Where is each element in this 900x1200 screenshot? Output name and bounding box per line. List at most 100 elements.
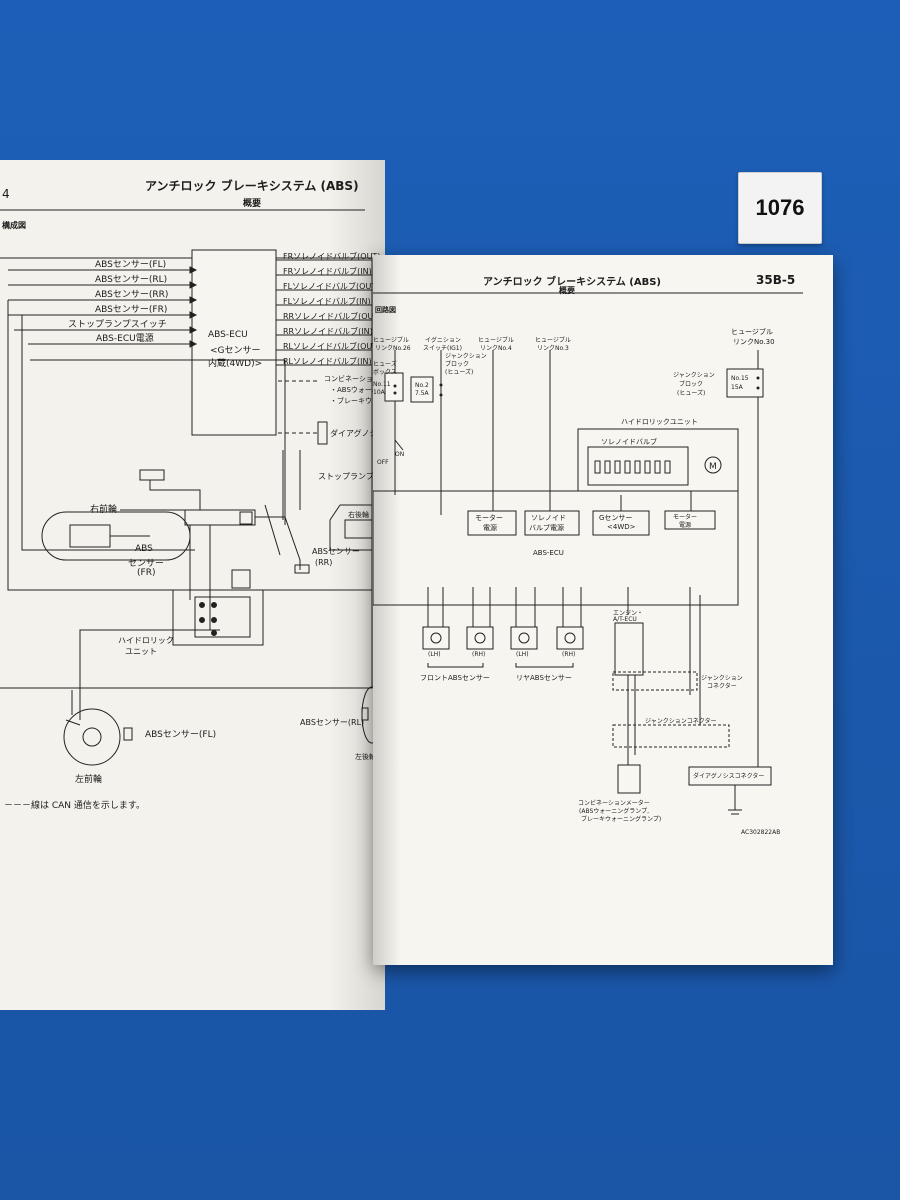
front-sensor-lh: (LH) [428, 651, 441, 658]
left-section-label: 構成図 [2, 221, 26, 230]
fuse-11-line2: 10A [373, 389, 385, 396]
fusible-26-line1: ヒュージブル [373, 337, 409, 344]
rear-abs-sensor-label: リヤABSセンサー [516, 674, 572, 682]
left-page-subtitle: 概要 [243, 199, 262, 209]
front-left-wheel-label: 左前輪 [75, 775, 103, 785]
junction-connector-2-label: ジャンクションコネクター [645, 718, 717, 725]
jb-fuse-2-line3: (ヒューズ) [677, 390, 706, 397]
output-label-fr-out: FRソレノイドバルブ(OUT) [283, 252, 381, 261]
rear-left-wheel-label: 左後輪 [355, 753, 376, 761]
fuse-15-line1: No.15 [731, 375, 749, 382]
input-label-fr: ABSセンサー(FR) [95, 305, 168, 315]
ecu-label: ABS-ECU [208, 330, 248, 340]
can-output-brake-lamp: ・ブレーキウォーニングランプ [330, 396, 385, 406]
ecu-box-solenoid-line1: ソレノイド [531, 514, 566, 522]
fusible-3-line1: ヒュージブル [535, 337, 571, 344]
abs-sensor-fl-label: ABSセンサー(FL) [145, 730, 217, 740]
rear-right-wheel-label: 右後輪 [348, 511, 369, 519]
input-label-stop-switch: ストップランプスイッチ [68, 320, 167, 330]
left-page-corner-number: 4 [2, 187, 10, 201]
engine-ecu-line2: A/T-ECU [613, 616, 637, 623]
output-label-rl-in: RLソレノイドバルブ(IN) [283, 357, 372, 366]
abs-sensor-rr-line2: (RR) [315, 558, 333, 567]
junction-connector-1-line1: ジャンクション [701, 675, 743, 682]
stop-switch-label: ストップランプスイッチ [318, 472, 406, 481]
diag-connector-label: ダイアグノシスコネクター [330, 428, 385, 439]
left-page-title: アンチロック ブレーキシステム (ABS) [145, 179, 359, 193]
fusible-3-line2: リンクNo.3 [537, 345, 569, 352]
output-label-rl-out: RLソレノイドバルブ(OUT) [283, 342, 381, 351]
ecu-box-solenoid-line2: バルブ電源 [529, 524, 564, 532]
abs-sensor-rl-label: ABSセンサー(RL) [300, 718, 365, 727]
engine-ecu-line1: エンジン・ [613, 610, 644, 617]
diag-connector-right-label: ダイアグノシスコネクター [693, 773, 765, 780]
front-right-wheel-label: 右前輪 [90, 505, 118, 515]
fuse-11-line1: No.11 [373, 381, 391, 388]
abs-sensor-fr-line3: (FR) [137, 568, 156, 578]
ecu-box-gsensor-line2: <4WD> [607, 523, 636, 531]
switch-on-label: ON [395, 451, 405, 458]
ecu-box-motor-line1: モーター [475, 514, 503, 522]
output-label-rr-out: RRソレノイドバルブ(OUT) [283, 312, 382, 321]
junction-connector-1-line2: コネクター [707, 683, 737, 690]
jb-fuse-2-line1: ジャンクション [673, 372, 715, 379]
ecu-box-motor-line2: 電源 [483, 524, 497, 532]
ecu-label-line3: 内蔵(4WD)> [208, 359, 263, 369]
front-abs-sensor-label: フロントABSセンサー [420, 674, 490, 682]
input-label-ecu-power: ABS-ECU電源 [96, 334, 154, 344]
abs-ecu-label: ABS-ECU [533, 549, 564, 557]
rear-sensor-lh: (LH) [516, 651, 529, 658]
can-output-abs-lamp: ・ABSウォーニングランプ [330, 386, 414, 394]
output-label-fl-out: FLソレノイドバルブ(OUT) [283, 282, 380, 291]
fusible-4-line2: リンクNo.4 [480, 345, 512, 352]
rear-sensor-rh: (RH) [562, 651, 576, 658]
figure-code: AC302822AB [741, 829, 781, 836]
abs-sensor-fr-line2: センサー [128, 559, 165, 569]
fuse-2-line2: 7.5A [415, 390, 429, 397]
combi-meter-line1: コンビネーションメーター [578, 800, 650, 807]
left-page-diagram [0, 209, 383, 766]
can-footnote: －－－線は CAN 通信を示します。 [4, 801, 145, 811]
ecu-box-gsensor-line1: Gセンサー [599, 514, 633, 522]
fusible-30-line1: ヒュージブル [731, 328, 773, 336]
fuse-2-line1: No.2 [415, 382, 429, 389]
hydraulic-unit-line1: ハイドロリック [118, 636, 174, 645]
input-label-rl: ABSセンサー(RL) [95, 275, 168, 285]
right-page-title: アンチロック ブレーキシステム (ABS) [483, 277, 661, 288]
fusible-30-line2: リンクNo.30 [733, 338, 775, 346]
left-page: アンチロック ブレーキシステム (ABS) 概要 4 構成図 ABSセンサー(F… [0, 160, 385, 1010]
hydraulic-unit-line2: ユニット [125, 647, 157, 656]
ignition-line1: イグニション [425, 337, 461, 344]
item-number: 1076 [755, 195, 805, 220]
jb-fuse-line3: (ヒューズ) [445, 369, 474, 376]
jb-fuse-2-line2: ブロック [679, 381, 704, 388]
ecu-label-line2: <Gセンサー [210, 346, 261, 356]
ecu-box-motor2-line1: モーター [673, 514, 698, 521]
output-label-fl-in: FLソレノイドバルブ(IN) [283, 297, 371, 306]
right-page-subtitle: 概要 [559, 286, 575, 295]
fuse-box-line2: ボックス [373, 369, 397, 376]
hydraulic-unit-label: ハイドロリックユニット [621, 418, 698, 426]
input-label-fl: ABSセンサー(FL) [95, 260, 167, 270]
fuse-15-line2: 15A [731, 384, 743, 391]
switch-off-label: OFF [377, 459, 389, 466]
right-page-diagram: M [373, 292, 803, 815]
combi-meter-line2: (ABSウォーニングランプ, [579, 808, 649, 815]
item-number-tag: 1076 [738, 172, 822, 244]
solenoid-valve-label: ソレノイドバルブ [601, 438, 657, 446]
svg-text:M: M [709, 462, 717, 472]
right-page: M [373, 255, 833, 965]
input-label-rr: ABSセンサー(RR) [95, 290, 169, 300]
front-sensor-rh: (RH) [472, 651, 486, 658]
fuse-box-line1: ヒューズ [373, 361, 397, 368]
abs-sensor-fr-line1: ABS [135, 544, 153, 554]
combi-meter-line3: ブレーキウォーニングランプ) [581, 816, 662, 823]
fusible-4-line1: ヒュージブル [478, 337, 514, 344]
jb-fuse-line2: ブロック [445, 361, 470, 368]
abs-sensor-rr-line1: ABSセンサー [312, 547, 360, 556]
can-output-meter: コンビネーションメーター [324, 375, 408, 383]
ecu-box-motor2-line2: 電源 [679, 522, 692, 529]
right-section-label: 回路図 [375, 306, 396, 314]
output-label-rr-in: RRソレノイドバルブ(IN) [283, 327, 373, 336]
ignition-line2: スイッチ(IG1) [423, 345, 462, 352]
